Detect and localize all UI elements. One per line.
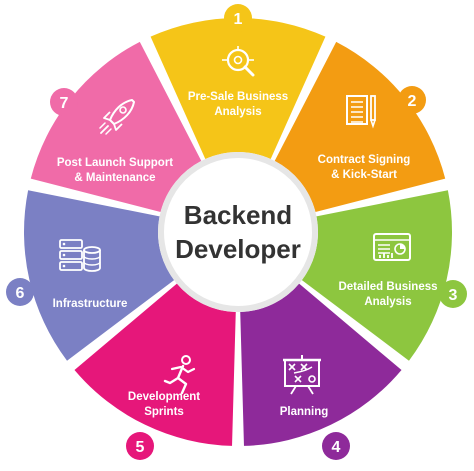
segment-3 [301,190,452,361]
step-number-7: 7 [60,95,69,112]
segment-2 [274,41,446,213]
step-number-badge-5 [126,432,154,460]
magnifier-analysis-icon [222,46,255,77]
step-number-badge-2 [398,86,426,114]
step-number-badge-6 [6,278,34,306]
step-number-badge-4 [322,432,350,460]
step-number-3: 3 [449,287,458,304]
segment-3-label-line-2: Analysis [364,296,411,308]
dashboard-report-icon [373,233,411,261]
segments-layer [23,18,452,446]
step-number-badge-7 [50,88,78,116]
segment-3-label-line-1: Detailed Business [338,281,437,293]
icons-layer [59,46,411,395]
numbers-layer: 1 2 3 4 5 6 7 [6,4,467,460]
contract-pen-icon [346,95,376,129]
running-person-icon [163,355,196,395]
server-database-icon [59,239,101,272]
rocket-icon [99,99,135,135]
step-number-5: 5 [136,439,145,456]
segment-4-label-line-1: Planning [280,406,329,418]
step-number-badge-1 [224,4,252,32]
segment-6 [23,190,175,361]
segment-1 [150,18,326,159]
step-number-6: 6 [16,285,25,302]
strategy-board-icon [283,355,321,395]
center-circle [158,152,318,312]
segment-1-label-line-2: Analysis [214,106,261,118]
segment-2-label-line-2: & Kick-Start [331,169,397,181]
segment-2-label-line-1: Contract Signing [318,154,411,166]
segment-5 [74,283,236,446]
segment-7-label-line-1: Post Launch Support [57,157,173,169]
center-title-line1: Backend [184,200,292,230]
center-title-line2: Developer [175,234,301,264]
step-number-2: 2 [408,93,417,110]
step-number-1: 1 [234,11,243,28]
segment-4 [240,283,402,446]
segment-5-label-line-1: Development [128,391,200,403]
segment-5-label-line-2: Sprints [144,406,184,418]
segment-7-label-line-2: & Maintenance [74,172,155,184]
segment-1-label-line-1: Pre-Sale Business [188,91,288,103]
segment-7 [30,41,202,213]
step-number-4: 4 [332,439,341,456]
segment-6-label-line-1: Infrastructure [53,298,128,310]
step-number-badge-3 [439,280,467,308]
